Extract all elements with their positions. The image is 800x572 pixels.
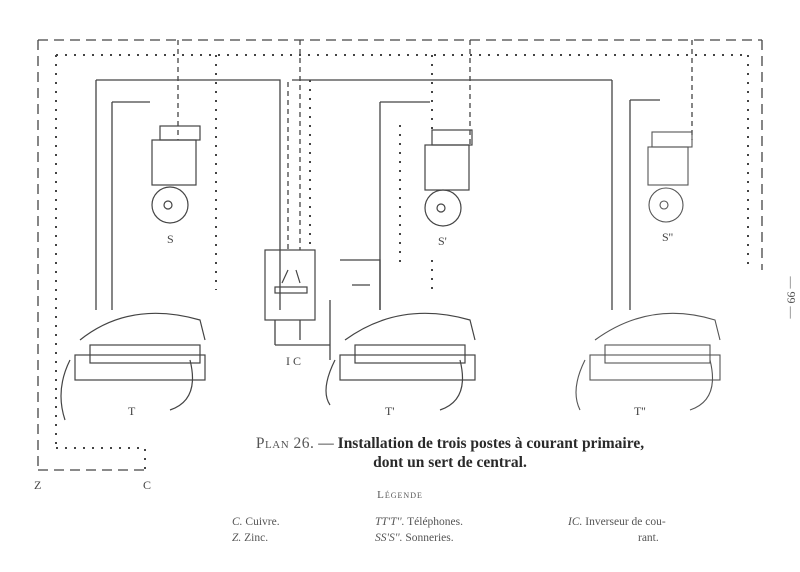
current-inverter — [264, 249, 316, 321]
telephone-t — [60, 312, 206, 421]
legend-symbol: IC. — [568, 516, 583, 528]
figure-caption: Plan 26. — Installation de trois postes … — [230, 434, 670, 472]
legend-text: Sonneries. — [405, 532, 454, 544]
copper-label: C — [143, 478, 152, 492]
telephone-t-prime — [325, 312, 476, 411]
telephone-label: T' — [385, 404, 395, 418]
inverter-label: I C — [286, 354, 301, 368]
bell-label: S'' — [662, 230, 673, 244]
bell-label: S — [167, 232, 174, 246]
zinc-label: Z — [34, 478, 42, 492]
bell-label: S' — [438, 234, 447, 248]
legend-col-2: TT'T''. Téléphones. SS'S''. Sonneries. — [375, 514, 463, 546]
legend-col-1: C. Cuivre. Z. Zinc. — [232, 514, 280, 546]
telephone-label: T'' — [634, 404, 646, 418]
bell-s-prime — [424, 129, 473, 227]
legend-text: Zinc. — [244, 532, 269, 544]
zinc-line — [37, 39, 763, 471]
legend-col-3: IC. Inverseur de cou- rant. — [568, 514, 666, 546]
telephone-label: T — [128, 404, 136, 418]
legend-text: Inverseur de cou- — [585, 516, 666, 528]
caption-dash: — — [318, 435, 334, 452]
legend-text: Téléphones. — [407, 516, 464, 528]
legend-symbol: SS'S''. — [375, 532, 403, 544]
legend-text: rant. — [638, 532, 659, 544]
legend-symbol: C. — [232, 516, 243, 528]
page-number: — 99 — — [784, 276, 799, 319]
legend-text: Cuivre. — [245, 516, 280, 528]
plan-label: Plan 26. — [255, 435, 315, 452]
legend-title: Légende — [377, 489, 423, 501]
caption-line-2: dont un sert de central. — [373, 454, 527, 471]
caption-line-1: Installation de trois postes à courant p… — [337, 435, 645, 452]
bell-s-second — [647, 131, 693, 223]
telephone-t-second — [575, 312, 721, 411]
legend-symbol: TT'T''. — [375, 516, 405, 528]
bell-s — [151, 125, 201, 224]
legend-symbol: Z. — [232, 532, 242, 544]
